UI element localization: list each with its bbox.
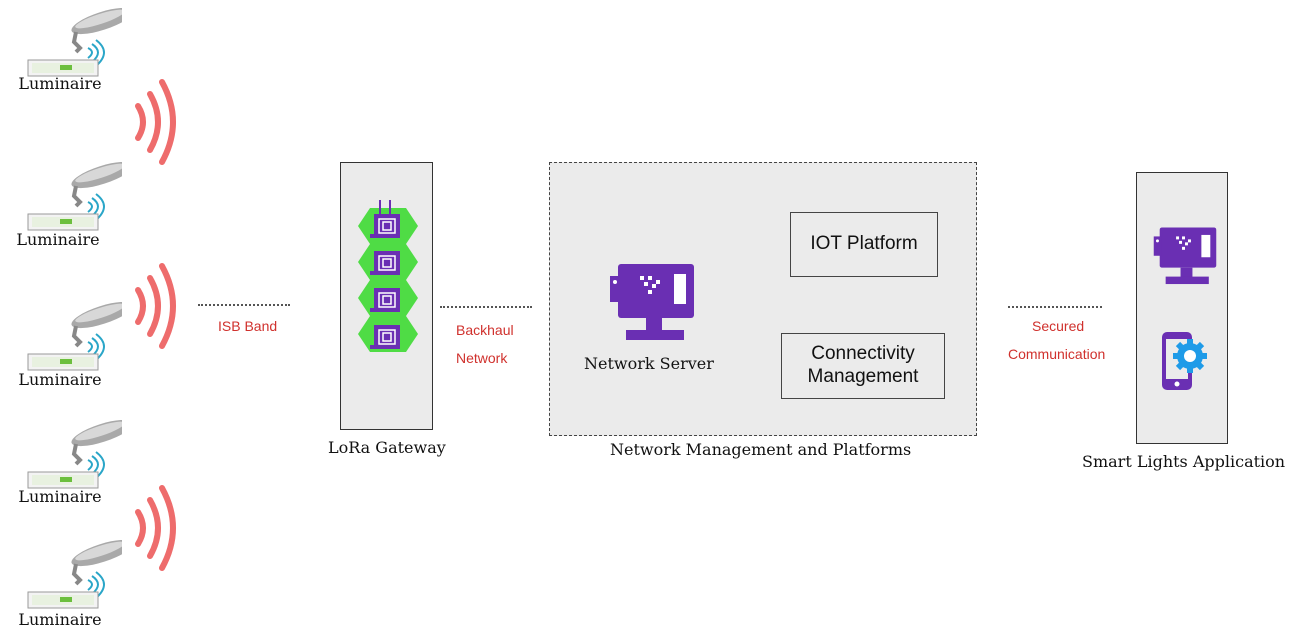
network-server-label: Network Server	[584, 354, 714, 373]
mobile-settings-icon	[1160, 330, 1210, 392]
iot-platform-box: IOT Platform	[790, 212, 938, 277]
iot-platform-label: IOT Platform	[810, 233, 918, 255]
smart-lights-app-label: Smart Lights Application	[1082, 452, 1286, 471]
radio-signal-icon	[128, 262, 184, 350]
street-light-icon	[27, 302, 122, 371]
luminaire-2	[22, 162, 122, 234]
street-light-icon	[27, 420, 122, 489]
luminaire-label: Luminaire	[16, 230, 100, 249]
backhaul-label-line1: Backhaul	[456, 322, 514, 338]
lora-gateway-label: LoRa Gateway	[328, 438, 446, 457]
luminaire-label: Luminaire	[18, 74, 102, 93]
secured-link-line	[1008, 306, 1102, 308]
secured-label-line2: Communication	[1008, 346, 1106, 362]
connectivity-label-line2: Management	[807, 366, 919, 387]
backhaul-link-line	[440, 306, 532, 308]
luminaire-label: Luminaire	[18, 370, 102, 389]
connectivity-management-box: Connectivity Management	[781, 333, 945, 399]
backhaul-label-line2: Network	[456, 350, 508, 366]
radio-signal-icon	[128, 78, 184, 166]
radio-signal-icon	[128, 484, 184, 572]
luminaire-1	[22, 8, 122, 80]
secured-label-line1: Secured	[1032, 318, 1085, 334]
network-management-label: Network Management and Platforms	[610, 440, 912, 459]
smart-lights-app-panel	[1136, 172, 1228, 444]
luminaire-3	[22, 302, 122, 374]
monitor-icon	[608, 262, 696, 348]
luminaire-label: Luminaire	[18, 610, 102, 629]
luminaire-4	[22, 420, 122, 492]
isb-band-label: ISB Band	[218, 318, 278, 334]
connectivity-label-line1: Connectivity	[811, 343, 915, 365]
street-light-icon	[27, 162, 122, 231]
gateway-chip-stack-icon	[356, 200, 420, 360]
luminaire-5	[22, 540, 122, 612]
monitor-icon	[1150, 226, 1220, 290]
street-light-icon	[27, 8, 122, 77]
luminaire-label: Luminaire	[18, 487, 102, 506]
street-light-icon	[27, 540, 122, 609]
isb-link-line	[198, 304, 290, 306]
